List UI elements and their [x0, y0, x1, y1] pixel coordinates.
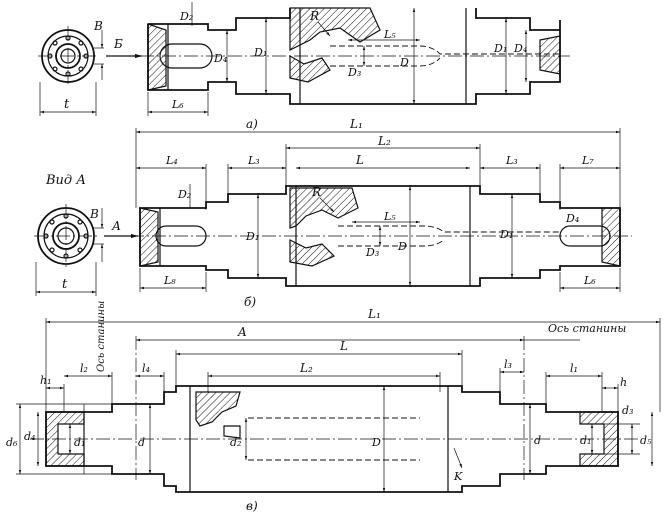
dim-r-label-b: R	[311, 185, 321, 199]
dim-l3-right-label-b: L₃	[505, 154, 518, 167]
dim-l6-label-a: L₆	[171, 98, 184, 111]
dim-l8-label-b: L₈	[163, 274, 176, 287]
dim-d3-label-b: D₃	[365, 246, 379, 259]
dim-l2s-label-c: l₂	[80, 362, 88, 375]
dim-l3-left-label-b: L₃	[247, 154, 260, 167]
dim-l6-label-b: L₆	[583, 274, 596, 287]
dim-d3-label-a: D₃	[347, 66, 361, 79]
dim-d6-label-c: d₆	[6, 436, 18, 449]
caption-b: б)	[244, 295, 256, 309]
dim-l4-label-b: L₄	[165, 154, 178, 167]
caption-c: в)	[246, 499, 258, 513]
dim-l1-label-b: L₁	[349, 117, 363, 131]
dim-d1-left-label-c: d₁	[74, 436, 85, 449]
dim-d3-label-c: d₃	[622, 404, 633, 417]
dim-d4-label-c: d₄	[24, 430, 35, 443]
dim-d1-left-label-b: D₁	[245, 230, 259, 243]
dim-d4-right-label-a: D₄	[513, 42, 527, 55]
dim-b-label-b: В	[89, 207, 99, 221]
dim-l5-label-b: L₅	[383, 210, 396, 223]
view-a: В t Б	[38, 2, 570, 131]
axis-label-left: Ось станины	[96, 301, 107, 372]
dim-l1-label-c: L₁	[367, 307, 381, 321]
dim-d4-left-label-a: D₄	[213, 52, 227, 65]
dim-l5-label-a: L₅	[383, 28, 396, 41]
dim-r-label-a: R	[309, 9, 319, 23]
shaft-c	[30, 385, 640, 493]
end-view-a: В t	[38, 19, 104, 116]
dim-d2-label-b: D₂	[177, 188, 191, 201]
dim-l7-label-b: L₇	[581, 154, 594, 167]
dim-d5-label-c: d₅	[640, 434, 652, 447]
dim-d4-label-b: D₄	[565, 212, 579, 225]
dim-d-right-label-c: d	[534, 434, 541, 447]
arrow-label-a-cyr: А	[111, 219, 121, 233]
dim-d-left-label-c: d	[138, 436, 145, 449]
dim-t-label-a: t	[64, 97, 70, 112]
dim-l3s-label-c: l₃	[504, 358, 512, 371]
shaft-a	[140, 7, 570, 105]
dim-l-label-c: L	[339, 339, 348, 353]
dim-l2-label-c: L₂	[299, 361, 313, 375]
dim-b-label-a: В	[93, 19, 103, 33]
arrow-label-b-cyr: Б	[113, 37, 123, 51]
dim-d2-label-c: d₂	[230, 436, 241, 449]
dim-h1-label-c: h₁	[40, 374, 52, 387]
shaft-b	[130, 185, 632, 287]
dim-d1-right-label-a: D₁	[493, 42, 507, 55]
end-view-b: В t	[34, 204, 104, 296]
view-b: L₁ L₂ L₄ L₃ L L₃ L₇ Вид А	[34, 117, 632, 309]
dim-t-label-b: t	[62, 277, 68, 292]
dim-l2-label-b: L₂	[377, 134, 391, 148]
view-c: L₁ A Ось станины Ось станины L L₂ h₁ l₂ …	[6, 301, 661, 513]
dim-d1-right-label-c: d₁	[580, 434, 591, 447]
dim-d1-left-label-a: D₁	[253, 46, 267, 59]
dim-l-label-b: L	[355, 153, 364, 167]
dim-l4s-label-c: l₄	[142, 362, 150, 375]
dim-d-big-label-c: D	[371, 436, 381, 449]
dim-l1s-label-c: l₁	[570, 362, 578, 375]
dim-d-label-a: D	[399, 56, 409, 69]
dim-k-label-c: K	[453, 470, 463, 483]
dim-d-label-b: D	[397, 240, 407, 253]
dim-a-label-c: A	[237, 325, 247, 339]
caption-a: а)	[246, 117, 258, 131]
axis-label-right: Ось станины	[548, 322, 626, 335]
dim-h-label-c: h	[620, 376, 627, 389]
dim-d1-right-label-b: D₁	[499, 228, 513, 241]
dim-d2-label-a: D₂	[179, 10, 193, 23]
vid-a-label: Вид А	[45, 173, 86, 188]
